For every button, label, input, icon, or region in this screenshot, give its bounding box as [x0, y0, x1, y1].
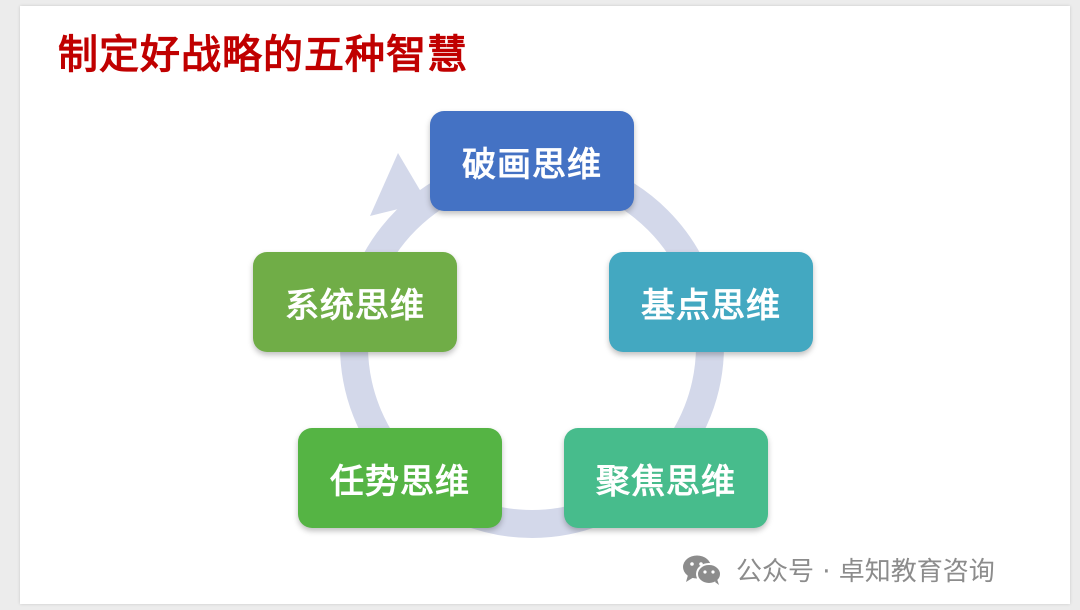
node-pohua: 破画思维: [430, 111, 634, 211]
slide-title: 制定好战略的五种智慧: [58, 32, 468, 78]
wechat-icon: [683, 555, 722, 585]
cycle-ring: [340, 153, 724, 538]
watermark: 公众号 · 卓知教育咨询: [682, 551, 995, 588]
watermark-text: 公众号 · 卓知教育咨询: [736, 557, 995, 587]
node-renshi: 任势思维: [298, 428, 502, 528]
node-jujiao: 聚焦思维: [564, 428, 768, 528]
cycle-arrowhead-icon: [370, 153, 427, 216]
slide: 制定好战略的五种智慧 破画思维 基点思维 聚焦思维 任势思维 系统思维 公众号 …: [20, 6, 1070, 604]
node-xitong: 系统思维: [253, 252, 457, 352]
node-jidian: 基点思维: [609, 252, 813, 352]
